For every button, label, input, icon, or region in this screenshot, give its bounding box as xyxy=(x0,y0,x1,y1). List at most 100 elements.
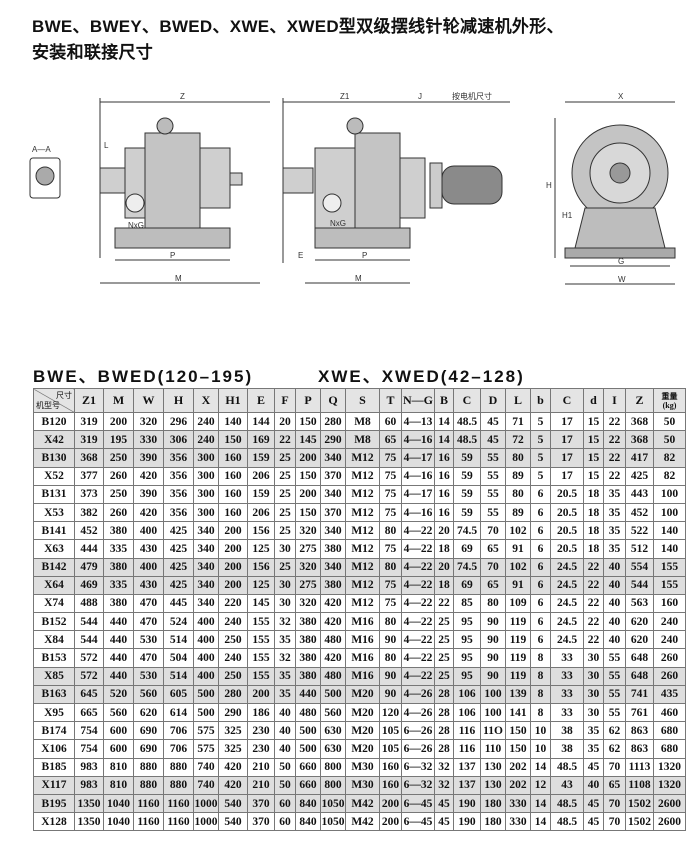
value-cell: 1108 xyxy=(625,775,654,795)
column-header: d xyxy=(583,388,604,413)
value-cell: 4—17 xyxy=(401,484,435,504)
svg-text:NxG: NxG xyxy=(128,221,144,230)
value-cell: 14 xyxy=(530,812,551,832)
value-cell: 30 xyxy=(583,666,604,686)
value-cell: 8 xyxy=(530,648,551,668)
value-cell: 60 xyxy=(274,793,296,814)
svg-text:H: H xyxy=(546,181,552,190)
value-cell: 368 xyxy=(625,430,654,450)
value-cell: 59 xyxy=(453,502,481,523)
value-cell: 420 xyxy=(320,648,346,668)
value-cell: 1320 xyxy=(653,757,686,777)
value-cell: 35 xyxy=(603,539,626,559)
value-cell: 48.5 xyxy=(550,812,584,832)
value-cell: 470 xyxy=(133,593,164,614)
value-cell: M20 xyxy=(345,739,380,759)
value-cell: 186 xyxy=(247,702,275,723)
value-cell: 500 xyxy=(320,684,346,705)
value-cell: 514 xyxy=(163,666,194,686)
value-cell: 2600 xyxy=(653,812,686,832)
value-cell: 210 xyxy=(247,775,275,795)
value-cell: M30 xyxy=(345,757,380,777)
value-cell: 25 xyxy=(274,557,296,577)
value-cell: 706 xyxy=(163,739,194,759)
value-cell: 340 xyxy=(193,539,219,559)
model-cell: B195 xyxy=(33,793,75,814)
model-cell: B185 xyxy=(33,757,75,777)
value-cell: 10 xyxy=(530,739,551,759)
value-cell: 16 xyxy=(434,448,454,468)
value-cell: 119 xyxy=(505,612,531,632)
value-cell: 544 xyxy=(74,630,104,650)
value-cell: 106 xyxy=(453,702,481,723)
value-cell: 6—26 xyxy=(401,721,435,741)
value-cell: 620 xyxy=(133,702,164,723)
value-cell: 420 xyxy=(133,466,164,486)
value-cell: 95 xyxy=(453,630,481,650)
value-cell: 1350 xyxy=(74,793,104,814)
column-header: X xyxy=(193,388,219,413)
value-cell: M30 xyxy=(345,775,380,795)
value-cell: 356 xyxy=(163,484,194,504)
value-cell: 514 xyxy=(163,630,194,650)
value-cell: 200 xyxy=(247,684,275,705)
value-cell: 620 xyxy=(625,630,654,650)
value-cell: 4—16 xyxy=(401,430,435,450)
value-cell: 74.5 xyxy=(453,557,481,577)
column-header-weight: 重量(kg) xyxy=(653,388,686,413)
corner-label-size: 尺寸 xyxy=(56,391,72,400)
value-cell: 373 xyxy=(74,484,104,504)
value-cell: 240 xyxy=(218,648,248,668)
value-cell: 400 xyxy=(193,648,219,668)
corner-label-model: 机型号 xyxy=(36,401,60,410)
value-cell: 150 xyxy=(505,721,531,741)
column-header: b xyxy=(530,388,551,413)
value-cell: 4—22 xyxy=(401,539,435,559)
value-cell: 1113 xyxy=(625,757,654,777)
value-cell: 70 xyxy=(603,812,626,832)
value-cell: 754 xyxy=(74,739,104,759)
value-cell: 28 xyxy=(434,702,454,723)
drawing-bwed-motor-view: Z1 J 按电机尺寸 NxG P M E xyxy=(282,91,510,284)
value-cell: 14 xyxy=(530,793,551,814)
value-cell: 330 xyxy=(505,812,531,832)
value-cell: 15 xyxy=(583,430,604,450)
value-cell: 10 xyxy=(530,721,551,741)
value-cell: 40 xyxy=(274,739,296,759)
value-cell: 296 xyxy=(163,411,194,432)
value-cell: 190 xyxy=(453,812,481,832)
value-cell: 4—13 xyxy=(401,411,435,432)
value-cell: 810 xyxy=(103,757,134,777)
value-cell: 260 xyxy=(653,666,686,686)
model-cell: B163 xyxy=(33,684,75,705)
value-cell: 260 xyxy=(103,502,134,523)
value-cell: 665 xyxy=(74,702,104,723)
value-cell: 140 xyxy=(653,539,686,559)
value-cell: 24.5 xyxy=(550,557,584,577)
value-cell: 14 xyxy=(434,430,454,450)
value-cell: 340 xyxy=(320,448,346,468)
value-cell: 65 xyxy=(480,575,506,595)
value-cell: 1502 xyxy=(625,812,654,832)
value-cell: M12 xyxy=(345,557,380,577)
value-cell: 59 xyxy=(453,466,481,486)
value-cell: M12 xyxy=(345,484,380,504)
value-cell: 863 xyxy=(625,721,654,741)
value-cell: 25 xyxy=(274,521,296,541)
value-cell: 6—32 xyxy=(401,757,435,777)
weight-unit: (kg) xyxy=(662,400,677,410)
value-cell: 20.5 xyxy=(550,502,584,523)
value-cell: 400 xyxy=(133,557,164,577)
value-cell: 250 xyxy=(103,448,134,468)
value-cell: M12 xyxy=(345,448,380,468)
value-cell: 690 xyxy=(133,739,164,759)
value-cell: 59 xyxy=(453,484,481,504)
value-cell: 880 xyxy=(133,757,164,777)
value-cell: 600 xyxy=(103,739,134,759)
value-cell: 488 xyxy=(74,593,104,614)
svg-text:M: M xyxy=(355,274,362,283)
